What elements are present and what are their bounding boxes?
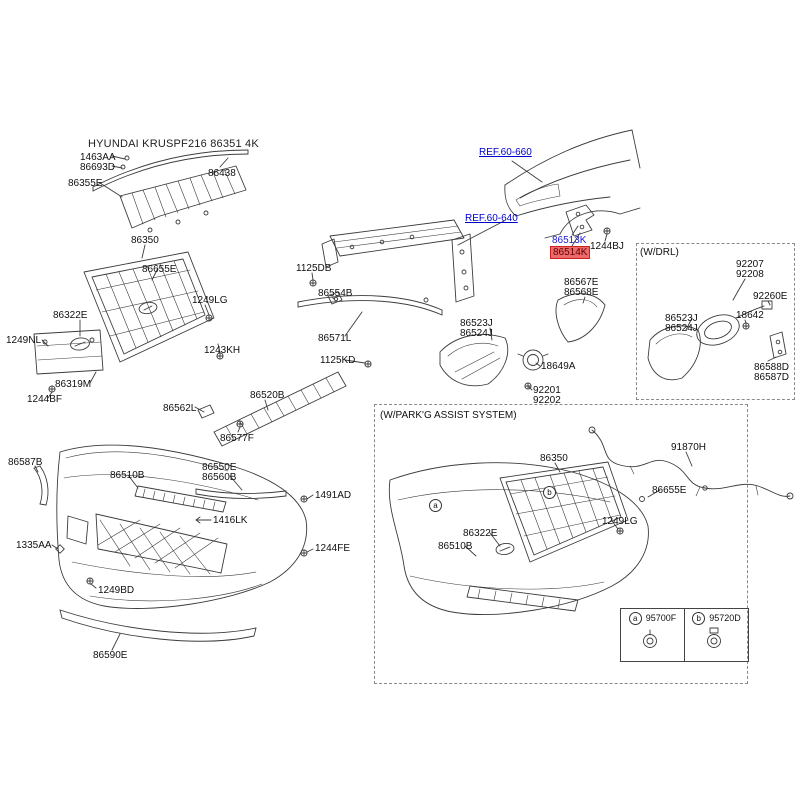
fog-lamp-drawing	[517, 349, 549, 390]
part-label-86550e[interactable]: 86550E	[202, 462, 237, 473]
absorber-drawing	[197, 371, 347, 447]
part-label-86438[interactable]: 86438	[208, 168, 236, 179]
part-label-95720d[interactable]: 95720D	[709, 613, 741, 623]
part-label-95700f[interactable]: 95700F	[645, 613, 677, 623]
part-label-86513k[interactable]: 86513K	[552, 235, 587, 246]
part-label-1249bd[interactable]: 1249BD	[98, 585, 135, 596]
lower-lip-drawing	[59, 609, 257, 642]
part-label-86560b[interactable]: 86560B	[202, 472, 237, 483]
part-label-86590e[interactable]: 86590E	[93, 650, 128, 661]
part-label-1244bf[interactable]: 1244BF	[27, 394, 63, 405]
part-label-86588d[interactable]: 86588D	[754, 362, 790, 373]
legend-key-a: a	[628, 612, 642, 625]
main-grille-drawing	[70, 251, 224, 363]
part-label-86523j[interactable]: 86523J	[665, 313, 698, 324]
part-label-86510b[interactable]: 86510B	[438, 541, 473, 552]
part-label-86562l[interactable]: 86562L	[163, 403, 197, 414]
upper-grille-drawing	[119, 165, 247, 233]
legend-key-b: b	[692, 612, 706, 625]
fender-ref-drawing	[504, 129, 641, 239]
part-label-1416lk[interactable]: 1416LK	[213, 515, 248, 526]
fog-bezel-drawing	[439, 293, 606, 387]
wdrl-section-box	[636, 243, 795, 400]
harness-drawing	[588, 426, 794, 500]
part-label-1249lg[interactable]: 1249LG	[192, 295, 228, 306]
part-label-1463aa[interactable]: 1463AA	[80, 152, 116, 163]
legend-item-b: b 95720D	[684, 609, 748, 661]
part-label-92201[interactable]: 92201	[533, 385, 561, 396]
part-label-86319m[interactable]: 86319M	[55, 379, 92, 390]
part-label-86554b[interactable]: 86554B	[318, 288, 353, 299]
drl-lamp-drawing	[696, 300, 773, 346]
part-label-86520b[interactable]: 86520B	[250, 390, 285, 401]
part-label-92208[interactable]: 92208	[736, 269, 764, 280]
part-label-86693d[interactable]: 86693D	[80, 162, 116, 173]
mounting-bracket-drawing	[565, 204, 611, 237]
ref-link-ref-60-660[interactable]: REF.60-660	[479, 147, 532, 158]
part-label-92207[interactable]: 92207	[736, 259, 764, 270]
part-label-86322e[interactable]: 86322E	[53, 310, 88, 321]
upper-trim-strip-drawing	[195, 488, 287, 500]
part-label-1125db[interactable]: 1125DB	[296, 263, 332, 274]
legend-item-a: a 95700F	[621, 609, 684, 661]
drl-bezel-drawing	[647, 325, 787, 381]
part-label-86510b[interactable]: 86510B	[110, 470, 145, 481]
part-label-86587d[interactable]: 86587D	[754, 372, 790, 383]
watermark-title: HYUNDAI KRUSPF216 86351 4K	[88, 138, 259, 150]
top-molding-drawing	[92, 149, 249, 192]
part-label-1335aa[interactable]: 1335AA	[16, 540, 52, 551]
part-label-86514k[interactable]: 86514K	[550, 246, 591, 259]
part-label-86524j[interactable]: 86524J	[665, 323, 698, 334]
part-label-1125kd[interactable]: 1125KD	[320, 355, 356, 366]
part-label-18642[interactable]: 18642	[736, 310, 764, 321]
part-label-86587b[interactable]: 86587B	[8, 457, 43, 468]
part-label-1244fe[interactable]: 1244FE	[315, 543, 351, 554]
part-label-1249lg[interactable]: 1249LG	[602, 516, 638, 527]
part-label-92202[interactable]: 92202	[533, 395, 561, 406]
legend-box: a 95700F b 95720D	[620, 608, 749, 662]
side-bracket-drawing	[33, 465, 49, 506]
park-bumper-drawing	[388, 462, 649, 615]
sensor-a-drawing	[643, 629, 657, 648]
part-label-86577f[interactable]: 86577F	[220, 433, 254, 444]
part-label-86350[interactable]: 86350	[540, 453, 568, 464]
part-label-91870h[interactable]: 91870H	[671, 442, 707, 453]
part-label-86571l[interactable]: 86571L	[318, 333, 352, 344]
part-label-1243kh[interactable]: 1243KH	[204, 345, 241, 356]
ref-link-ref-60-640[interactable]: REF.60-640	[465, 213, 518, 224]
section-title-w-park-g-assist-system: (W/PARK'G ASSIST SYSTEM)	[380, 410, 517, 421]
leader-lines	[34, 155, 777, 651]
sensor-b-drawing	[707, 627, 721, 648]
callout-a: a	[429, 499, 442, 512]
part-label-86568e[interactable]: 86568E	[564, 287, 599, 298]
part-label-1244bj[interactable]: 1244BJ	[590, 241, 624, 252]
bumper-cover-drawing	[55, 444, 308, 609]
part-label-86524j[interactable]: 86524J	[460, 328, 493, 339]
part-label-86355e[interactable]: 86355E	[68, 178, 103, 189]
part-label-1491ad[interactable]: 1491AD	[315, 490, 352, 501]
part-label-86322e[interactable]: 86322E	[463, 528, 498, 539]
part-label-86655e[interactable]: 86655E	[652, 485, 687, 496]
part-label-1249nl[interactable]: 1249NL	[6, 335, 42, 346]
callout-b: b	[543, 486, 556, 499]
park-grille-drawing	[495, 461, 645, 563]
part-label-86523j[interactable]: 86523J	[460, 318, 493, 329]
part-label-86350[interactable]: 86350	[131, 235, 159, 246]
section-title-w-drl: (W/DRL)	[640, 247, 679, 258]
part-label-18649a[interactable]: 18649A	[541, 361, 576, 372]
part-label-86655e[interactable]: 86655E	[142, 264, 177, 275]
parking-section-box	[374, 404, 748, 684]
part-label-86567e[interactable]: 86567E	[564, 277, 599, 288]
part-label-92260e[interactable]: 92260E	[753, 291, 788, 302]
